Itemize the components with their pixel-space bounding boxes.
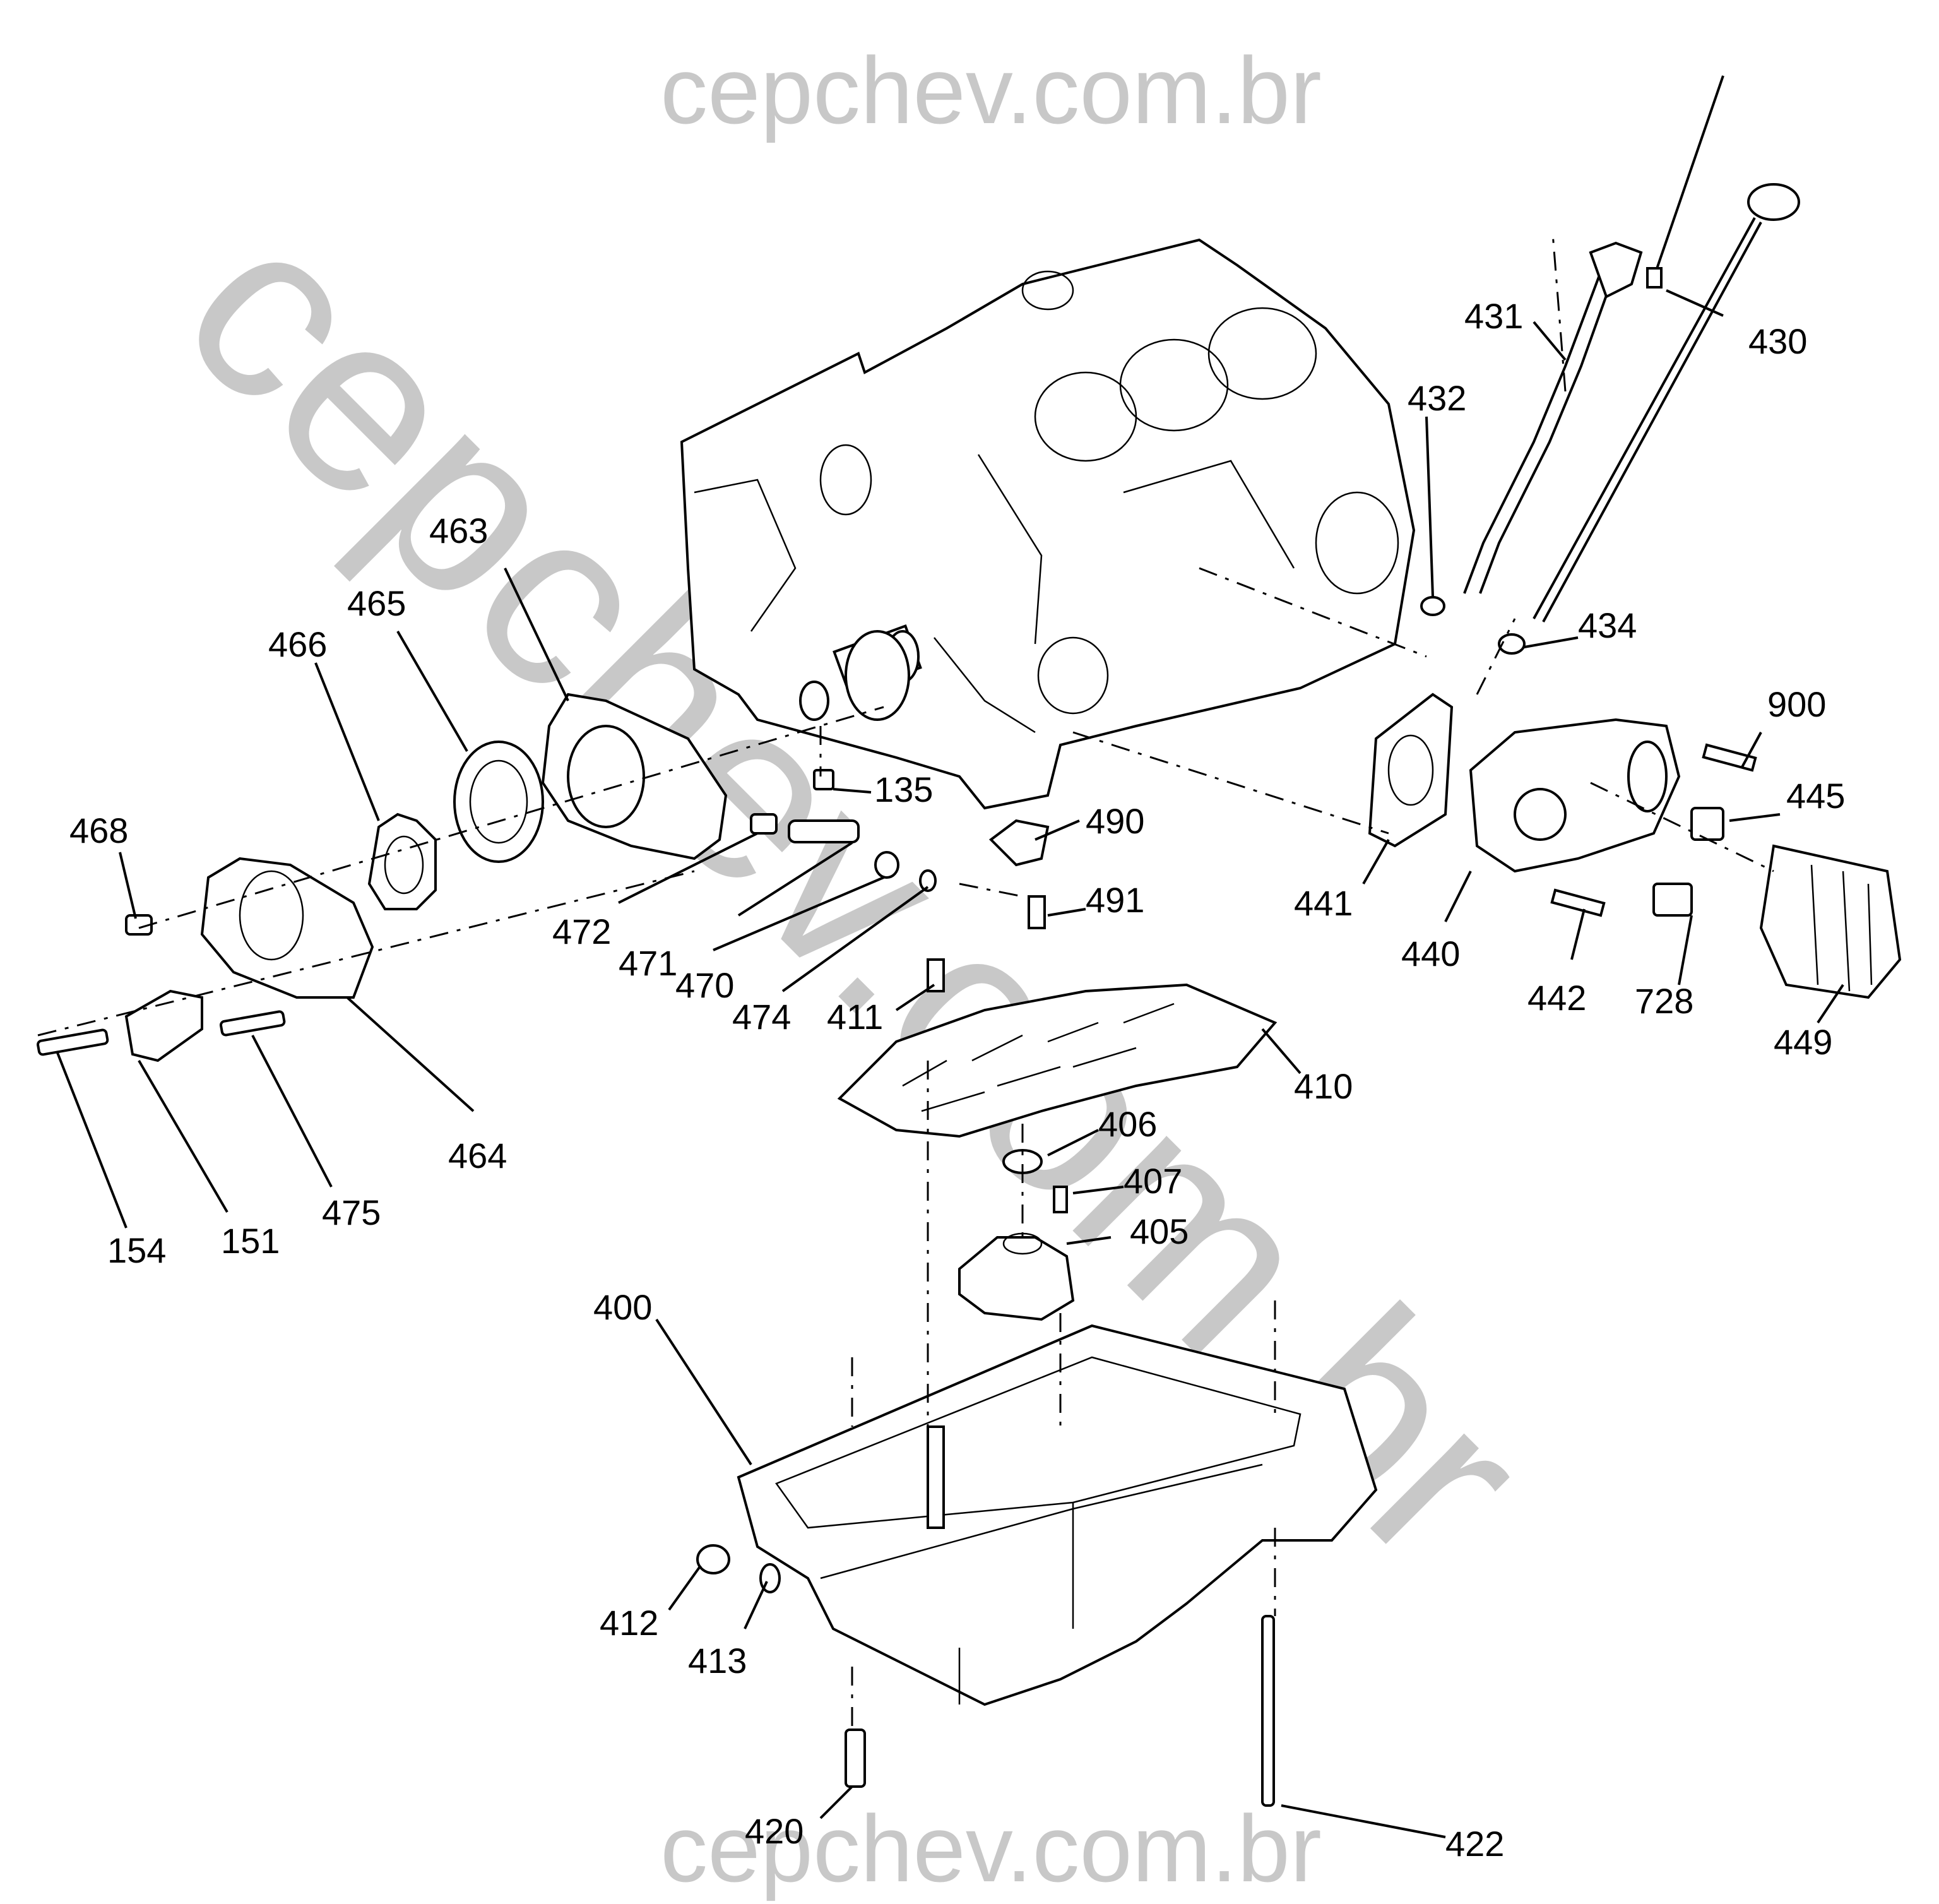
callout-422: 422	[1445, 1824, 1504, 1864]
callout-432: 432	[1408, 378, 1466, 418]
callout-411: 411	[827, 997, 883, 1037]
callout-labels: 400 405 406 407 410 411 412 413 420 422 …	[69, 296, 1845, 1864]
callout-413: 413	[688, 1641, 747, 1681]
callout-405: 405	[1130, 1211, 1189, 1251]
callout-431: 431	[1464, 296, 1523, 336]
oil-dipstick	[1498, 75, 1800, 655]
engine-block	[680, 238, 1416, 810]
callout-470: 470	[675, 965, 734, 1005]
callout-463: 463	[429, 511, 488, 550]
callout-410: 410	[1294, 1066, 1353, 1106]
callout-407: 407	[1124, 1161, 1182, 1201]
callout-412: 412	[600, 1603, 658, 1643]
callout-445: 445	[1786, 776, 1845, 816]
watermark-top: cepchev.com.br	[660, 37, 1322, 143]
callout-468: 468	[69, 811, 128, 850]
callout-449: 449	[1774, 1022, 1832, 1062]
callout-441: 441	[1294, 883, 1353, 923]
callout-490: 490	[1086, 801, 1144, 841]
oil-pan-baffle	[837, 819, 1278, 1138]
callout-471: 471	[619, 943, 677, 983]
callout-151: 151	[221, 1221, 280, 1261]
oil-pan	[696, 1324, 1378, 1807]
callout-420: 420	[745, 1811, 803, 1851]
callout-474: 474	[732, 997, 791, 1037]
callout-135: 135	[874, 770, 933, 809]
callout-491: 491	[1086, 880, 1144, 920]
callout-900: 900	[1767, 684, 1826, 724]
callout-430: 430	[1748, 321, 1807, 361]
oil-filter-adapter	[1368, 693, 1902, 999]
callout-472: 472	[552, 912, 611, 951]
callout-406: 406	[1098, 1104, 1157, 1144]
callout-400: 400	[593, 1287, 652, 1327]
leader-lines	[56, 289, 1844, 1838]
callout-464: 464	[448, 1136, 507, 1175]
assembly-centerlines	[37, 233, 1774, 1730]
callout-440: 440	[1401, 934, 1460, 973]
callout-466: 466	[268, 624, 327, 664]
callout-728: 728	[1635, 981, 1693, 1021]
callout-154: 154	[107, 1230, 166, 1270]
callout-475: 475	[322, 1193, 381, 1232]
callout-442: 442	[1527, 978, 1586, 1018]
callout-465: 465	[347, 583, 406, 623]
dipstick-tube	[1420, 241, 1643, 616]
callout-434: 434	[1578, 605, 1637, 645]
oil-pump-screen	[958, 1149, 1075, 1321]
watermark-bottom: cepchev.com.br	[660, 1795, 1322, 1901]
